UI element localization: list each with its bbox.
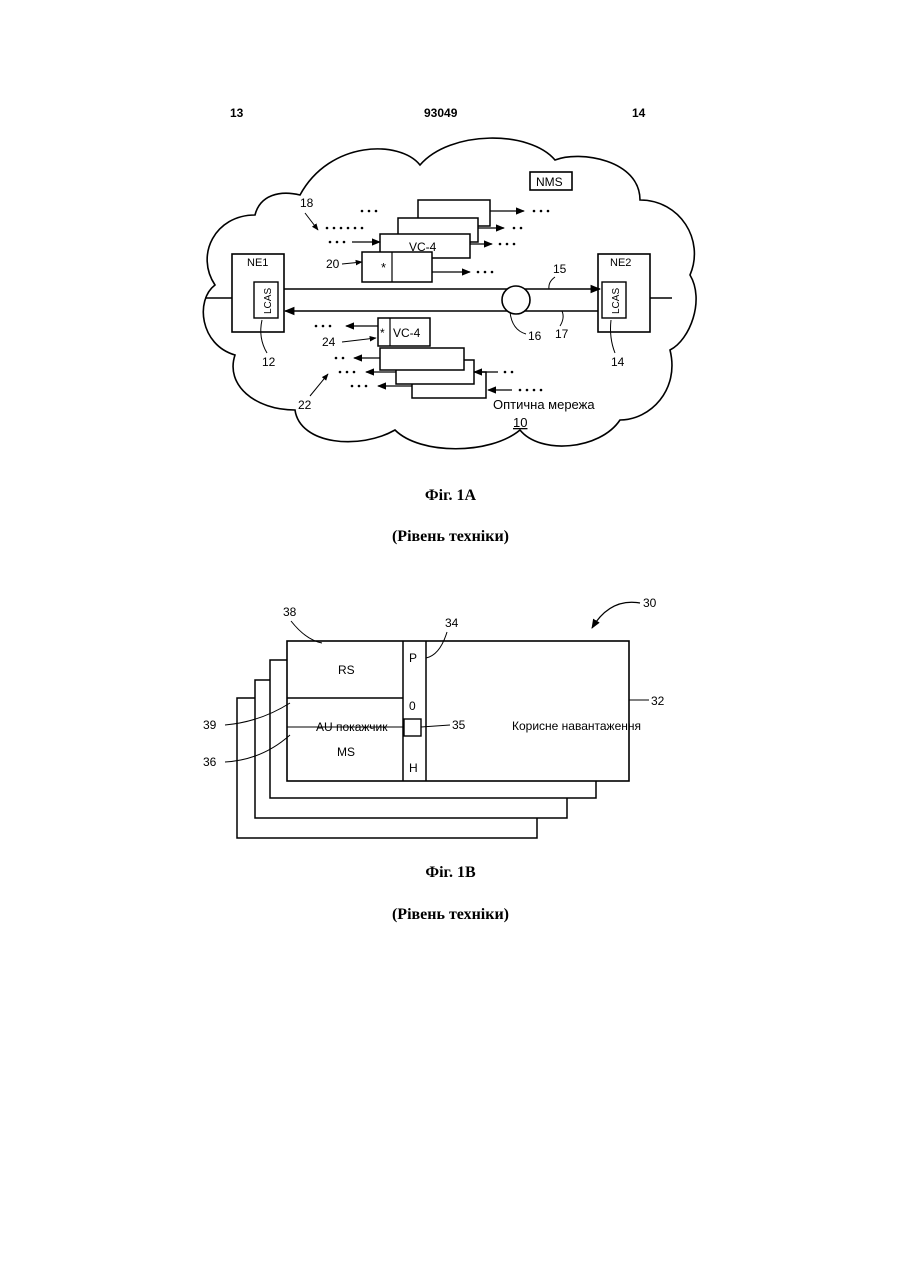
arrow-18 (305, 213, 318, 230)
upper-vc-stack (352, 200, 524, 258)
ref-39: 39 (203, 718, 217, 732)
figure-1b-caption: Фіг. 1В (0, 864, 901, 882)
lower-vc4-label: VC-4 (393, 326, 421, 340)
leader-36 (225, 735, 290, 762)
ref-30: 30 (643, 596, 657, 610)
au-pointer-label: AU покажчик (316, 720, 388, 734)
vc-member-24-star: * (380, 326, 385, 340)
ref-15: 15 (553, 262, 567, 276)
network-label: Оптична мережа (493, 397, 595, 412)
ne2-label: NE2 (610, 257, 631, 269)
vc-member-20-dots (477, 271, 494, 274)
figure-1b-subcaption: (Рівень техніки) (0, 906, 901, 924)
ref-17: 17 (555, 327, 569, 341)
arrow-22 (310, 374, 328, 396)
rs-label: RS (338, 663, 355, 677)
ne1-label: NE1 (247, 257, 268, 269)
figure-1a-subcaption: (Рівень техніки) (0, 528, 901, 546)
ref-18: 18 (300, 196, 314, 210)
ref-14: 14 (611, 355, 625, 369)
stm-frame-back-1 (270, 660, 596, 798)
arrow-30 (592, 602, 640, 628)
figure-1a: NMS NE1 LCAS NE2 LCAS 15 16 17 12 14 18 … (0, 0, 901, 470)
vc-member-20 (362, 252, 432, 282)
stm-frame-back-3 (237, 698, 537, 838)
leader-34 (426, 632, 447, 658)
ref-12: 12 (262, 355, 276, 369)
poh-p: P (409, 651, 417, 665)
arrow-20 (342, 262, 362, 264)
arrow-24 (342, 338, 376, 342)
payload-label: Корисне навантаження (512, 719, 641, 733)
nms-label: NMS (536, 175, 563, 189)
pointer-byte (404, 719, 421, 736)
ref-36: 36 (203, 755, 217, 769)
vc-member-20-star: * (381, 260, 386, 275)
ref-22: 22 (298, 398, 312, 412)
lower-vc-stack (380, 348, 486, 398)
ms-label: MS (337, 745, 355, 759)
stm-frame-front (287, 641, 629, 781)
leader-35 (421, 725, 450, 727)
ne2-lcas-label: LCAS (611, 288, 622, 314)
ref-34: 34 (445, 616, 459, 630)
leader-38-top (291, 621, 322, 643)
failure-point (502, 286, 530, 314)
leader-16 (510, 312, 526, 334)
stm-frame-back-2 (255, 680, 567, 818)
network-ref: 10 (513, 415, 527, 430)
ref-20: 20 (326, 257, 340, 271)
ne1-lcas-label: LCAS (263, 288, 274, 314)
ref-38-top: 38 (283, 605, 297, 619)
poh-o: 0 (409, 699, 416, 713)
ref-35: 35 (452, 718, 466, 732)
ref-32: 32 (651, 694, 665, 708)
ref-16: 16 (528, 329, 542, 343)
ref-24: 24 (322, 335, 336, 349)
leader-17 (560, 311, 563, 326)
figure-1a-caption: Фіг. 1А (0, 487, 901, 505)
leader-39 (225, 703, 290, 725)
leader-15 (549, 277, 555, 289)
poh-h: H (409, 761, 418, 775)
